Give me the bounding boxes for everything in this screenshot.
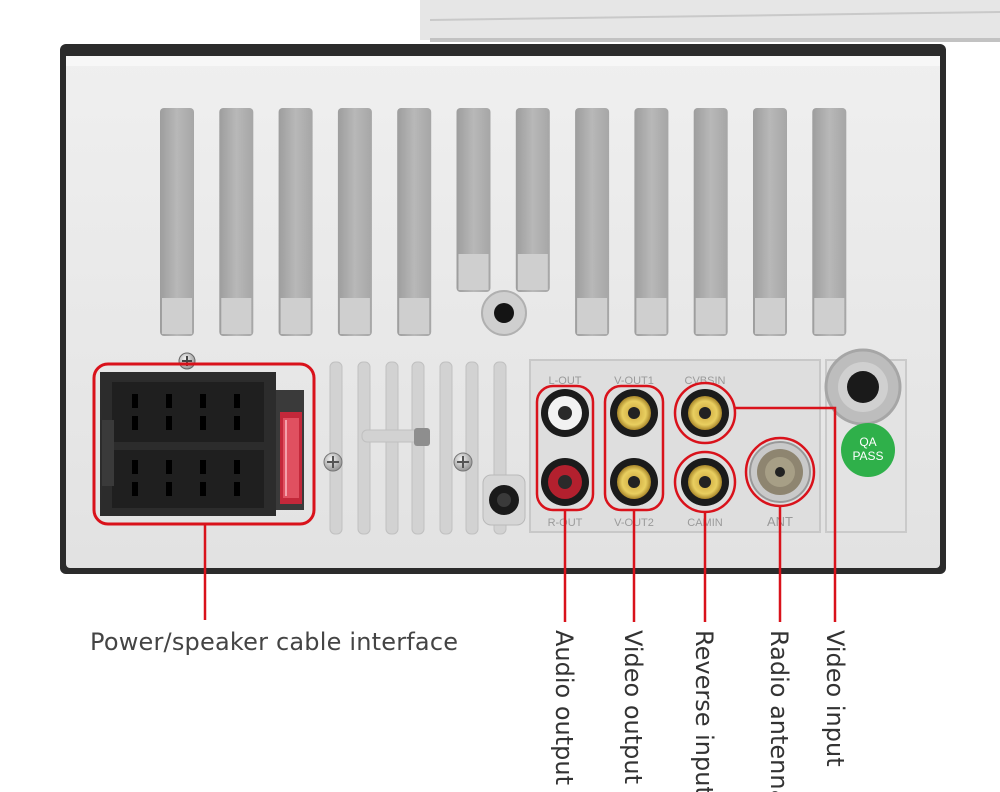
callout-video-output: Video output xyxy=(620,630,646,785)
badge-line2: PASS xyxy=(852,449,883,463)
vent-slot xyxy=(411,361,425,535)
qa-pass-badge: QA PASS xyxy=(841,423,895,477)
callout-reverse-input: Reverse input xyxy=(691,630,717,792)
heatsink-fin xyxy=(634,108,669,336)
heatsink-fin xyxy=(575,108,610,336)
connector-pin xyxy=(234,482,240,496)
connector-pin xyxy=(234,460,240,474)
rca-jack-v-out1 xyxy=(610,389,658,437)
connector-pin xyxy=(132,460,138,474)
jack-label-l-out: L-OUT xyxy=(549,375,582,387)
video-input-highlight xyxy=(673,381,737,445)
connector-pin xyxy=(166,394,172,408)
mount-hole xyxy=(481,290,527,336)
heatsink-fin xyxy=(160,108,194,336)
connector-pin xyxy=(166,416,172,430)
jack-label-cvbsin: CVBSIN xyxy=(685,375,726,387)
top-reflection xyxy=(420,0,1000,42)
keyhole-slot xyxy=(414,428,430,446)
connector-pin xyxy=(132,394,138,408)
antenna-jack xyxy=(749,441,811,503)
heatsink-fin xyxy=(812,108,847,336)
connector-pin xyxy=(234,416,240,430)
rca-jack-l-out xyxy=(541,389,589,437)
vent-slot xyxy=(465,361,479,535)
connector-pin xyxy=(200,416,206,430)
heatsink-fin xyxy=(693,108,728,336)
aux-jack xyxy=(482,474,526,526)
leader-lines xyxy=(203,406,837,622)
vent-slot xyxy=(329,361,343,535)
connector-pin xyxy=(166,482,172,496)
badge-line1: QA xyxy=(859,435,876,449)
rca-jack-v-out2 xyxy=(610,458,658,506)
connector-pin xyxy=(200,394,206,408)
connector-pin xyxy=(132,482,138,496)
heatsink-fin xyxy=(456,108,491,292)
iso-power-connector xyxy=(100,372,304,516)
vent-slot xyxy=(357,361,371,535)
callout-power-speaker: Power/speaker cable interface xyxy=(90,628,459,656)
callout-video-input: Video input xyxy=(822,630,848,767)
vent-slot xyxy=(439,361,453,535)
screw-icon xyxy=(453,452,473,472)
connector-pin xyxy=(200,482,206,496)
rca-jack-r-out xyxy=(541,458,589,506)
callout-radio-antenna: Radio antenna xyxy=(766,630,792,792)
heatsink-fin xyxy=(278,108,313,336)
cable-grommet xyxy=(824,348,902,426)
connector-pin xyxy=(166,460,172,474)
rca-jack-cvbsin xyxy=(681,389,729,437)
connector-pin xyxy=(234,394,240,408)
screw-icon xyxy=(323,452,343,472)
heatsink-fin xyxy=(219,108,254,336)
vent-slot xyxy=(385,361,399,535)
heatsink-fin xyxy=(753,108,787,336)
heatsink-fin xyxy=(397,108,432,336)
rca-jack-camin xyxy=(681,458,729,506)
jack-label-v-out1: V-OUT1 xyxy=(614,375,654,387)
connector-pin xyxy=(200,460,206,474)
connector-pin xyxy=(132,416,138,430)
heatsink-fins xyxy=(160,108,847,336)
heatsink-fin xyxy=(515,108,550,292)
callout-audio-output: Audio output xyxy=(551,630,577,786)
screw-icon xyxy=(178,352,196,370)
heatsink-fin xyxy=(337,108,372,336)
